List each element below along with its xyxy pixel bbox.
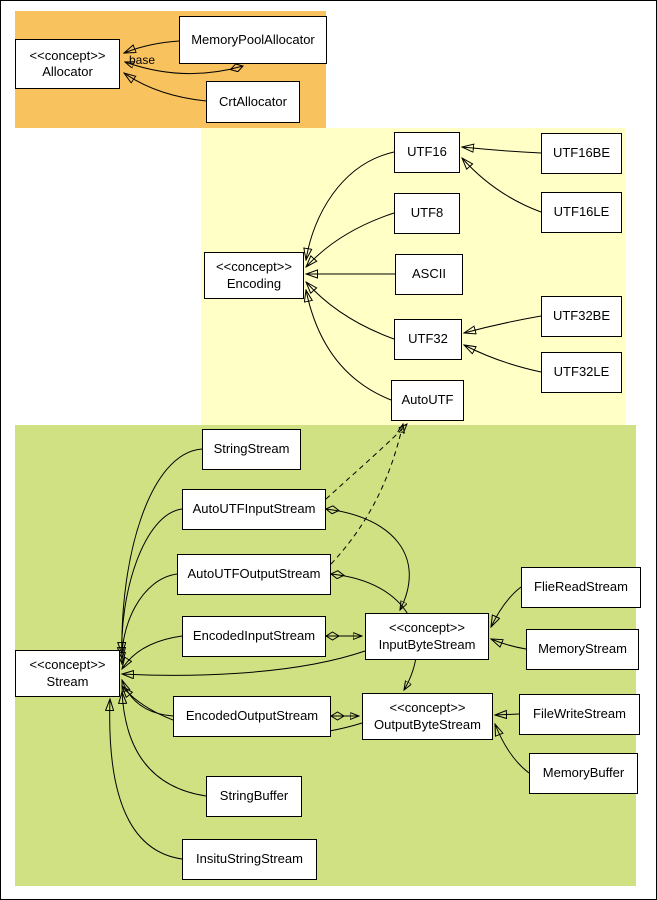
node-encoded-input-stream-name: EncodedInputStream (192, 628, 316, 644)
node-utf32le-name: UTF32LE (553, 364, 610, 380)
node-utf32le: UTF32LE (541, 352, 622, 393)
node-input-byte-stream-stereotype: <<concept>> (389, 620, 465, 636)
edge-filewritestream-outputbytestream (495, 714, 520, 715)
node-allocator: <<concept>> Allocator (15, 39, 120, 89)
node-allocator-stereotype: <<concept>> (29, 47, 106, 63)
node-output-byte-stream-name: OutputByteStream (374, 716, 481, 732)
edge-crtallocator-allocator (124, 73, 207, 102)
edge-utf16le-utf16 (462, 158, 542, 213)
edge-autoutfoutputstream-stream (122, 573, 178, 664)
edge-encodedoutputstream-stream (122, 680, 174, 717)
edge-utf32be-utf32 (464, 315, 542, 333)
edge-utf32le-utf32 (464, 345, 542, 373)
node-utf16-name: UTF16 (407, 144, 447, 160)
edge-utf32-encoding (306, 282, 395, 340)
edge-stringstream-stream (122, 448, 203, 654)
node-encoded-output-stream-name: EncodedOutputStream (185, 708, 319, 724)
node-encoded-output-stream: EncodedOutputStream (173, 696, 331, 737)
node-utf16be-name: UTF16BE (552, 145, 611, 161)
node-insitu-string-stream-name: InsituStringStream (196, 851, 303, 867)
node-file-write-stream-name: FileWriteStream (533, 706, 626, 722)
node-utf8-name: UTF8 (410, 205, 444, 221)
node-utf32-name: UTF32 (408, 331, 448, 347)
node-autoutf-input-stream-name: AutoUTFInputStream (192, 501, 316, 517)
edge-utf16be-utf16 (462, 147, 542, 154)
node-flie-read-stream: FlieReadStream (521, 567, 641, 608)
edge-memorypoolallocator-base-allocator (125, 62, 243, 75)
node-memory-buffer-name: MemoryBuffer (542, 765, 625, 781)
node-autoutf-output-stream: AutoUTFOutputStream (177, 554, 331, 595)
node-memory-pool-allocator-name: MemoryPoolAllocator (191, 31, 315, 47)
node-utf16: UTF16 (394, 132, 460, 173)
node-autoutf-name: AutoUTF (401, 392, 454, 408)
node-utf32be: UTF32BE (541, 296, 622, 337)
node-ascii-name: ASCII (412, 266, 446, 282)
node-utf16le: UTF16LE (541, 192, 622, 233)
node-autoutf-output-stream-name: AutoUTFOutputStream (187, 566, 321, 582)
node-crt-allocator: CrtAllocator (206, 81, 300, 123)
node-encoded-input-stream: EncodedInputStream (182, 616, 326, 657)
node-stream-name: Stream (46, 673, 89, 689)
node-autoutf-input-stream: AutoUTFInputStream (182, 489, 326, 530)
edge-utf8-encoding (306, 212, 395, 267)
edge-label-base: base (129, 53, 156, 67)
edge-insitustringstream-stream (110, 699, 183, 860)
edge-memorystream-inputbytestream (491, 639, 527, 650)
node-string-buffer-name: StringBuffer (219, 788, 289, 804)
node-encoding-stereotype: <<concept>> (216, 259, 292, 275)
node-encoding-name: Encoding (226, 275, 282, 291)
node-memory-stream-name: MemoryStream (538, 641, 627, 657)
edge-utf16-encoding (306, 151, 395, 260)
edge-memorybuffer-outputbytestream (495, 724, 530, 774)
edge-stringbuffer-stream (122, 692, 207, 797)
edge-memorypoolallocator-allocator (124, 40, 180, 53)
node-utf32: UTF32 (394, 319, 462, 360)
node-output-byte-stream: <<concept>> OutputByteStream (362, 693, 493, 740)
node-utf16be: UTF16BE (541, 133, 622, 174)
node-string-stream-name: StringStream (213, 441, 290, 457)
edge-autoutfinputstream-stream (122, 508, 183, 659)
node-string-stream: StringStream (202, 429, 301, 470)
node-flie-read-stream-name: FlieReadStream (534, 579, 628, 595)
node-ascii: ASCII (395, 254, 463, 295)
edge-autoutfoutputstream-depends-autoutf (330, 424, 403, 565)
node-string-buffer: StringBuffer (206, 776, 302, 817)
edge-fliereadstream-inputbytestream (491, 586, 522, 627)
node-output-byte-stream-stereotype: <<concept>> (389, 700, 466, 716)
node-utf32be-name: UTF32BE (552, 308, 611, 324)
node-stream-stereotype: <<concept>> (29, 657, 106, 673)
node-utf16le-name: UTF16LE (553, 204, 610, 220)
node-input-byte-stream: <<concept>> InputByteStream (365, 613, 489, 660)
node-insitu-string-stream: InsituStringStream (182, 839, 317, 880)
edge-autoutf-encoding (306, 290, 392, 401)
node-stream: <<concept>> Stream (15, 650, 120, 697)
node-input-byte-stream-name: InputByteStream (378, 636, 476, 652)
node-crt-allocator-name: CrtAllocator (219, 93, 287, 109)
node-autoutf: AutoUTF (391, 380, 464, 421)
node-allocator-name: Allocator (42, 64, 93, 79)
node-memory-stream: MemoryStream (526, 629, 639, 670)
node-memory-pool-allocator: MemoryPoolAllocator (179, 16, 327, 64)
node-file-write-stream: FileWriteStream (519, 694, 640, 735)
edge-autoutfinputstream-aggregates-inputbytestream (326, 509, 410, 610)
edge-autoutfinputstream-depends-autoutf (325, 424, 407, 500)
node-encoding: <<concept>> Encoding (204, 252, 304, 299)
node-utf8: UTF8 (394, 193, 460, 234)
node-memory-buffer: MemoryBuffer (529, 753, 638, 794)
edge-encodedinputstream-stream (122, 635, 183, 669)
